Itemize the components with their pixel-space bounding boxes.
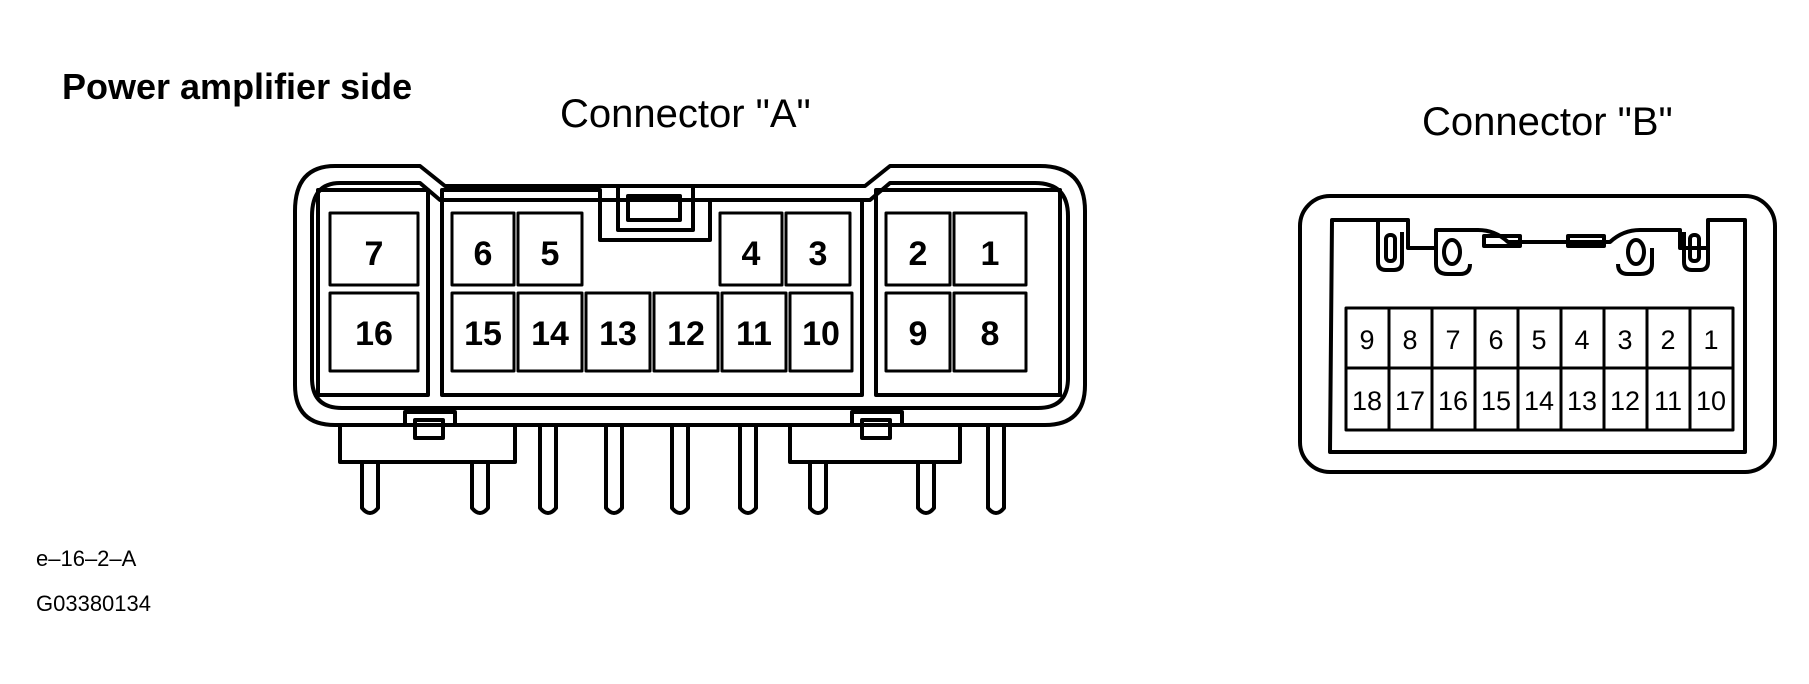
pin-a-1: 1	[981, 235, 1000, 273]
pin-a-2: 2	[909, 235, 928, 273]
pin-a-13: 13	[599, 315, 637, 353]
pin-b-16: 16	[1438, 386, 1468, 416]
connector-b-grid	[1344, 306, 1735, 432]
figure-code: e–16–2–A	[36, 546, 137, 571]
pin-b-4: 4	[1574, 325, 1589, 355]
pin-b-7: 7	[1445, 325, 1460, 355]
pin-b-14: 14	[1524, 386, 1554, 416]
connector-b-title: Connector "B"	[1422, 100, 1673, 144]
pin-b-11: 11	[1654, 386, 1682, 416]
connector-a-housing	[293, 164, 1087, 427]
connector-a-top-labels: 7 6 5 4 3 2 1	[365, 235, 1000, 273]
pin-a-8: 8	[981, 315, 1000, 353]
connector-a-pins	[360, 425, 1006, 515]
pin-b-6: 6	[1488, 325, 1503, 355]
connector-a-brackets	[338, 410, 962, 464]
pin-a-16: 16	[355, 315, 393, 353]
pin-b-2: 2	[1660, 325, 1675, 355]
pin-a-3: 3	[809, 235, 828, 273]
pin-b-5: 5	[1531, 325, 1546, 355]
pin-b-8: 8	[1402, 325, 1417, 355]
pin-b-3: 3	[1617, 325, 1632, 355]
pin-a-5: 5	[541, 235, 560, 273]
pin-b-1: 1	[1703, 325, 1718, 355]
pin-a-10: 10	[802, 315, 840, 353]
figure-id: G03380134	[36, 591, 151, 616]
pin-a-11: 11	[736, 315, 772, 353]
pin-a-6: 6	[474, 235, 493, 273]
pin-a-7: 7	[365, 235, 384, 273]
pin-b-18: 18	[1352, 386, 1382, 416]
connector-a-title: Connector "A"	[560, 92, 811, 136]
pin-a-15: 15	[464, 315, 502, 353]
pin-b-13: 13	[1567, 386, 1597, 416]
connector-a-cavities	[328, 211, 1028, 373]
pin-a-14: 14	[531, 315, 569, 353]
pin-b-12: 12	[1610, 386, 1640, 416]
pin-a-4: 4	[742, 235, 761, 273]
pin-b-17: 17	[1395, 386, 1425, 416]
side-title: Power amplifier side	[62, 66, 413, 107]
connector-b-top-labels: 9 8 7 6 5 4 3 2 1	[1359, 325, 1718, 355]
pin-a-12: 12	[667, 315, 705, 353]
connector-b-housing	[1298, 194, 1777, 474]
pin-b-9: 9	[1359, 325, 1374, 355]
connector-b-bottom-labels: 18 17 16 15 14 13 12 11 10	[1352, 386, 1726, 416]
pin-a-9: 9	[909, 315, 928, 353]
pin-b-15: 15	[1481, 386, 1511, 416]
pin-b-10: 10	[1696, 386, 1726, 416]
connector-a-bottom-labels: 16 15 14 13 12 11 10 9 8	[355, 315, 999, 353]
